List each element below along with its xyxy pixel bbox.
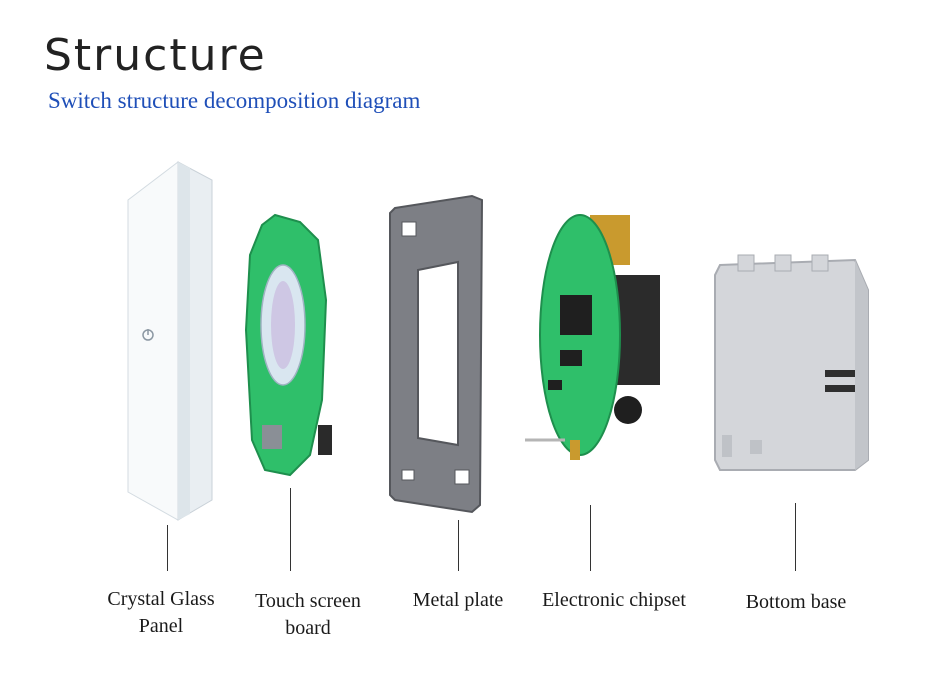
page-title: Structure <box>44 30 267 81</box>
label-electronic-chipset: Electronic chipset <box>527 587 701 614</box>
touch-screen-board-illustration <box>244 213 332 477</box>
page-subtitle: Switch structure decomposition diagram <box>48 88 421 113</box>
leader-line-metal <box>458 520 459 571</box>
electronic-chipset-illustration <box>525 214 660 460</box>
label-crystal-glass-panel: Crystal Glass Panel <box>95 586 227 640</box>
metal-plate-illustration <box>389 194 484 514</box>
leader-line-glass <box>167 525 168 571</box>
label-line-2: board <box>285 617 331 639</box>
label-metal-plate: Metal plate <box>395 587 521 614</box>
label-line-1: Touch screen <box>255 590 361 612</box>
leader-line-touch <box>290 488 291 571</box>
label-line-1: Crystal Glass <box>107 588 215 610</box>
leader-line-chipset <box>590 505 591 571</box>
label-line-2: Panel <box>138 615 184 637</box>
leader-line-base <box>795 503 796 571</box>
label-bottom-base: Bottom base <box>730 589 862 616</box>
label-line-1: Bottom base <box>745 591 847 613</box>
label-touch-screen-board: Touch screen board <box>240 588 376 642</box>
label-line-1: Electronic chipset <box>542 589 686 611</box>
label-line-1: Metal plate <box>412 589 504 611</box>
crystal-glass-panel-illustration <box>127 160 213 521</box>
bottom-base-illustration <box>714 254 869 471</box>
